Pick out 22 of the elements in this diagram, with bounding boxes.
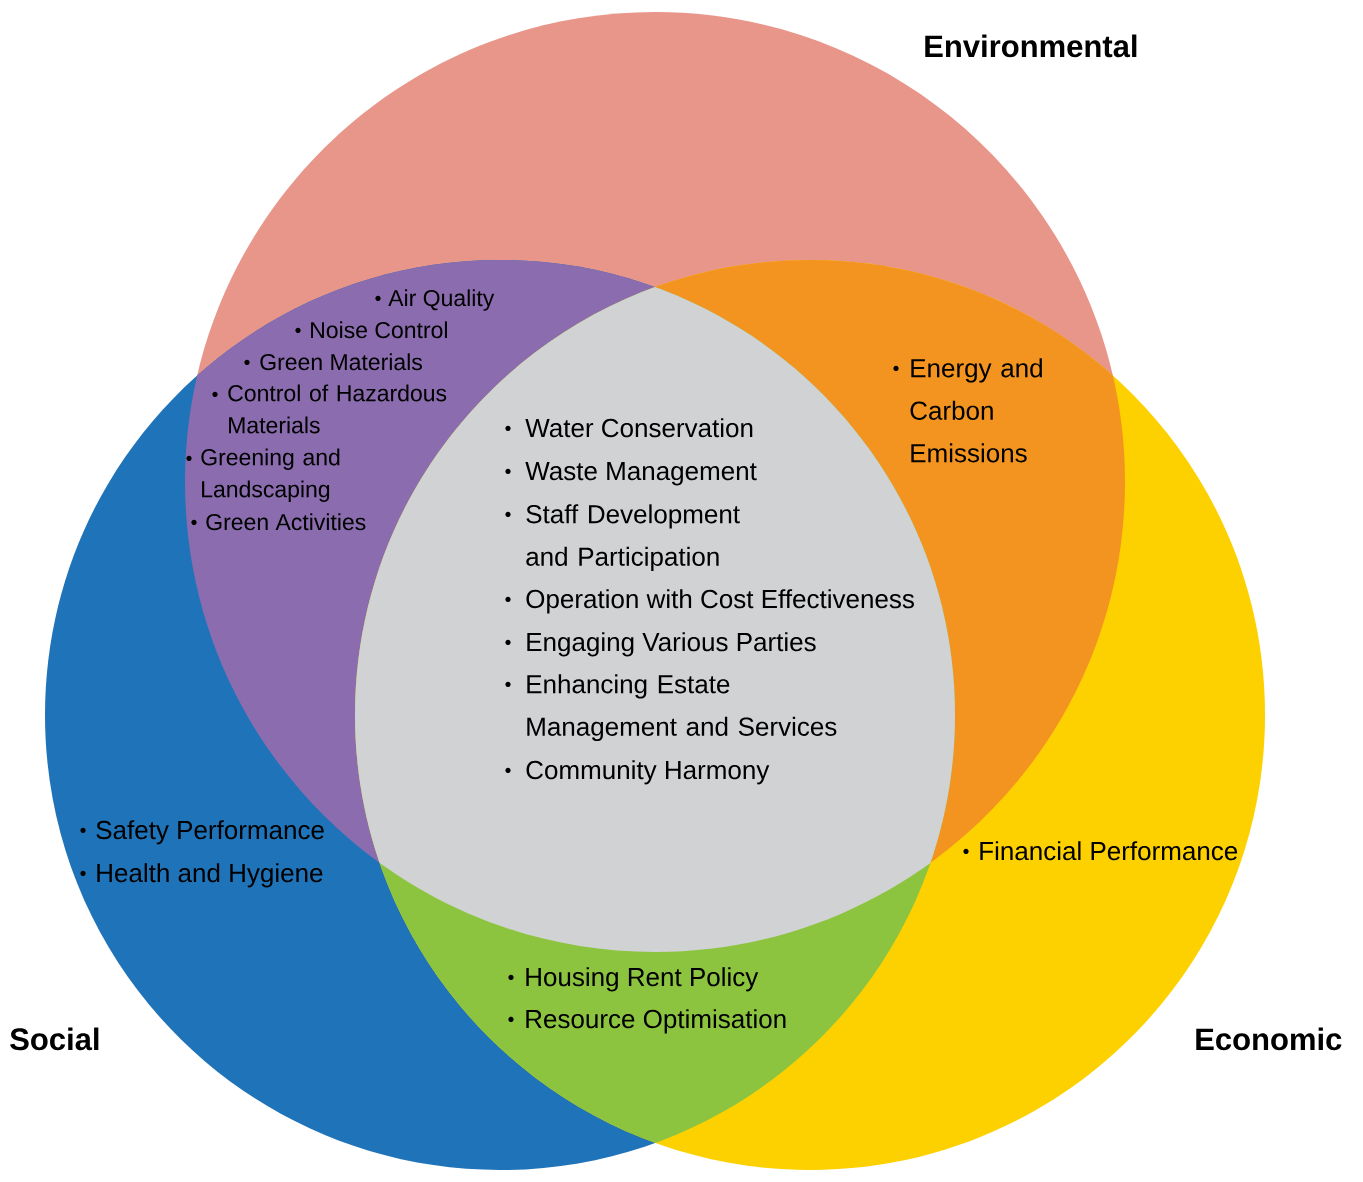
bullet-item: Energy and Carbon Emissions — [893, 358, 1042, 463]
heading: Environmental — [925, 34, 1137, 58]
bullet-item: Community Harmony — [505, 760, 770, 785]
bullet-item: Operation with Cost Effectiveness — [505, 589, 914, 614]
bullet-item: Water Conservation — [505, 418, 753, 438]
bullet-item: Green Activities — [191, 513, 366, 531]
bullet-item: Housing Rent Policy — [508, 967, 759, 992]
bullet-item: Noise Control — [295, 321, 447, 339]
bullet-item: Safety Performance — [80, 820, 324, 845]
bullet-item: Staff Development and Participation — [505, 504, 740, 572]
heading: Social — [10, 1027, 99, 1051]
bullet-item: Engaging Various Parties — [505, 632, 816, 657]
heading: Economic — [1196, 1027, 1342, 1051]
bullet-item: Control of Hazardous Materials — [212, 384, 447, 434]
bullet-item: Financial Performance — [963, 841, 1238, 861]
bullet-item: Air Quality — [375, 289, 495, 311]
bullet-item: Waste Management — [505, 462, 757, 486]
bullet-item: Greening and Landscaping — [186, 448, 340, 502]
bullet-item: Health and Hygiene — [80, 863, 323, 888]
bullet-item: Enhancing Estate Management and Services — [505, 674, 837, 742]
bullet-item: Green Materials — [244, 353, 422, 371]
bullet-item: Resource Optimisation — [508, 1009, 786, 1034]
